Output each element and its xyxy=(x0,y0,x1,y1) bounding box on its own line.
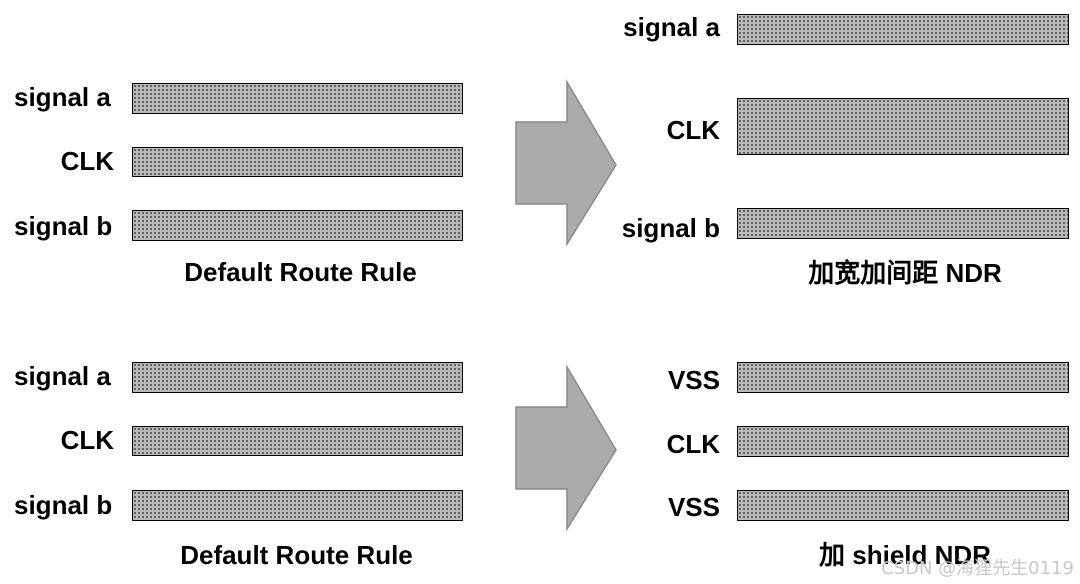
wire-signal-a xyxy=(132,362,463,393)
wire-clk xyxy=(132,147,463,177)
wire-vss-top xyxy=(737,362,1069,393)
right-arrow-icon xyxy=(515,79,617,247)
wire-label-clk: CLK xyxy=(666,115,720,145)
watermark: CSDN @海狸先生0119 xyxy=(881,558,1074,579)
wire-clk-wide xyxy=(737,98,1069,155)
right-arrow-icon xyxy=(515,364,617,532)
wire-label-clk: CLK xyxy=(60,425,114,455)
wire-clk xyxy=(737,426,1069,457)
wire-label-signal-b: signal b xyxy=(621,213,720,243)
wire-signal-b xyxy=(737,208,1069,239)
wire-label-clk: CLK xyxy=(60,146,114,176)
wire-label-vss-bottom: VSS xyxy=(667,492,720,522)
wire-label-signal-a: signal a xyxy=(14,361,111,391)
wire-signal-a xyxy=(132,83,463,114)
wire-label-signal-a: signal a xyxy=(623,12,720,42)
wire-label-vss-top: VSS xyxy=(667,365,720,395)
wire-label-signal-a: signal a xyxy=(14,82,111,112)
panel-caption: 加宽加间距 NDR xyxy=(808,258,1002,288)
wire-label-signal-b: signal b xyxy=(14,211,113,241)
wire-signal-b xyxy=(132,210,463,241)
panel-caption: Default Route Rule xyxy=(180,540,413,570)
wire-label-clk: CLK xyxy=(666,429,720,459)
wire-vss-bottom xyxy=(737,490,1069,521)
wire-signal-a xyxy=(737,14,1069,45)
wire-label-signal-b: signal b xyxy=(14,490,113,520)
wire-signal-b xyxy=(132,490,463,521)
wire-clk xyxy=(132,426,463,456)
panel-caption: 加 shield NDR xyxy=(819,540,991,570)
panel-caption: Default Route Rule xyxy=(184,257,417,287)
